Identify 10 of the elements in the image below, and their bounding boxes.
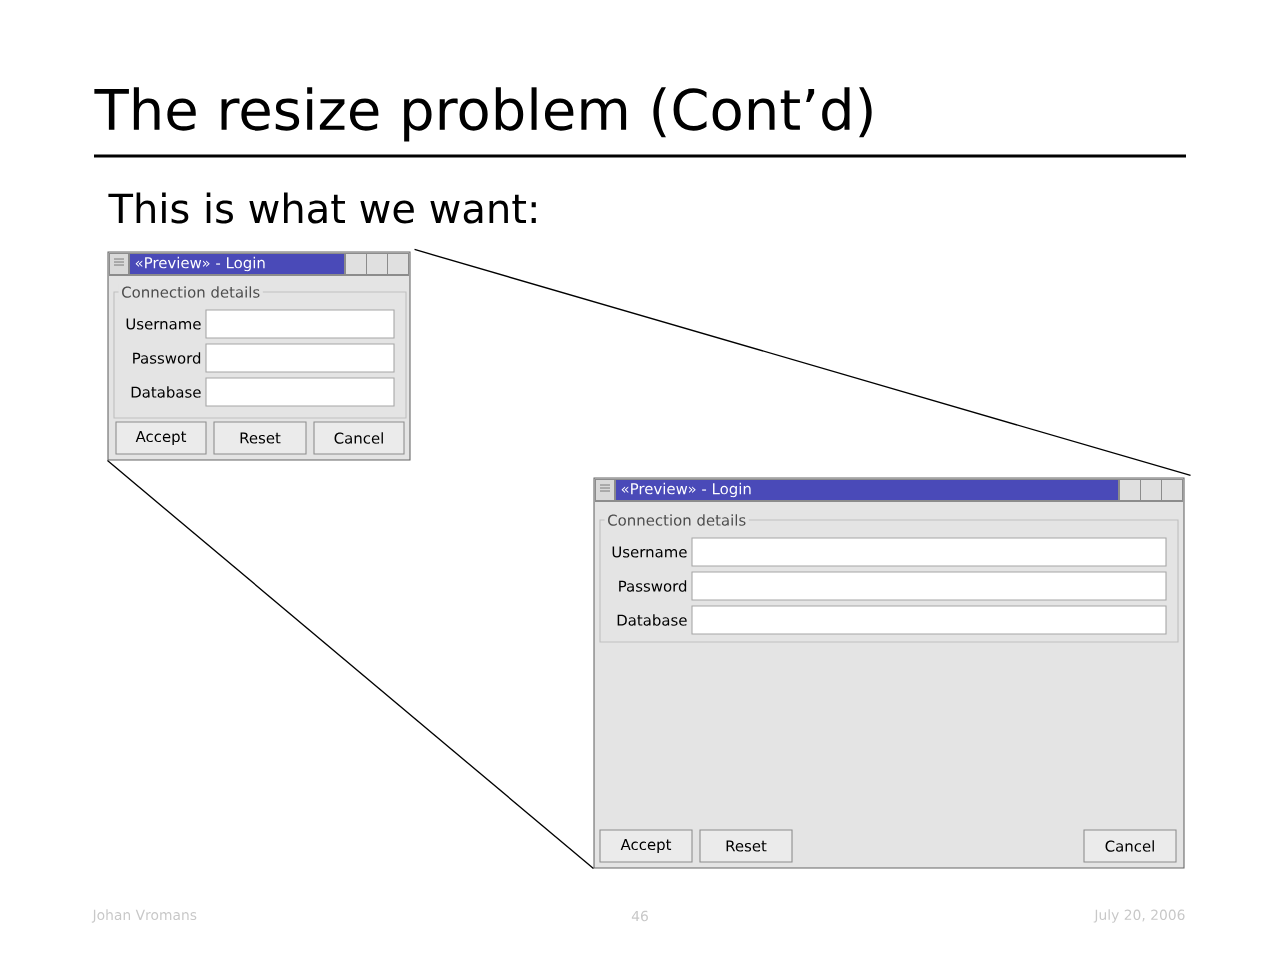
zoom-line [106,459,595,870]
input-field [691,571,1167,601]
input-field [205,377,395,407]
input-field [205,309,395,339]
input-field [691,537,1167,567]
input-field [691,605,1167,635]
input-field [205,343,395,373]
zoom-line [413,248,1192,477]
subtitle: This is what we want: [108,192,536,224]
slide-title: The resize problem (Cont’d) [94,87,872,142]
